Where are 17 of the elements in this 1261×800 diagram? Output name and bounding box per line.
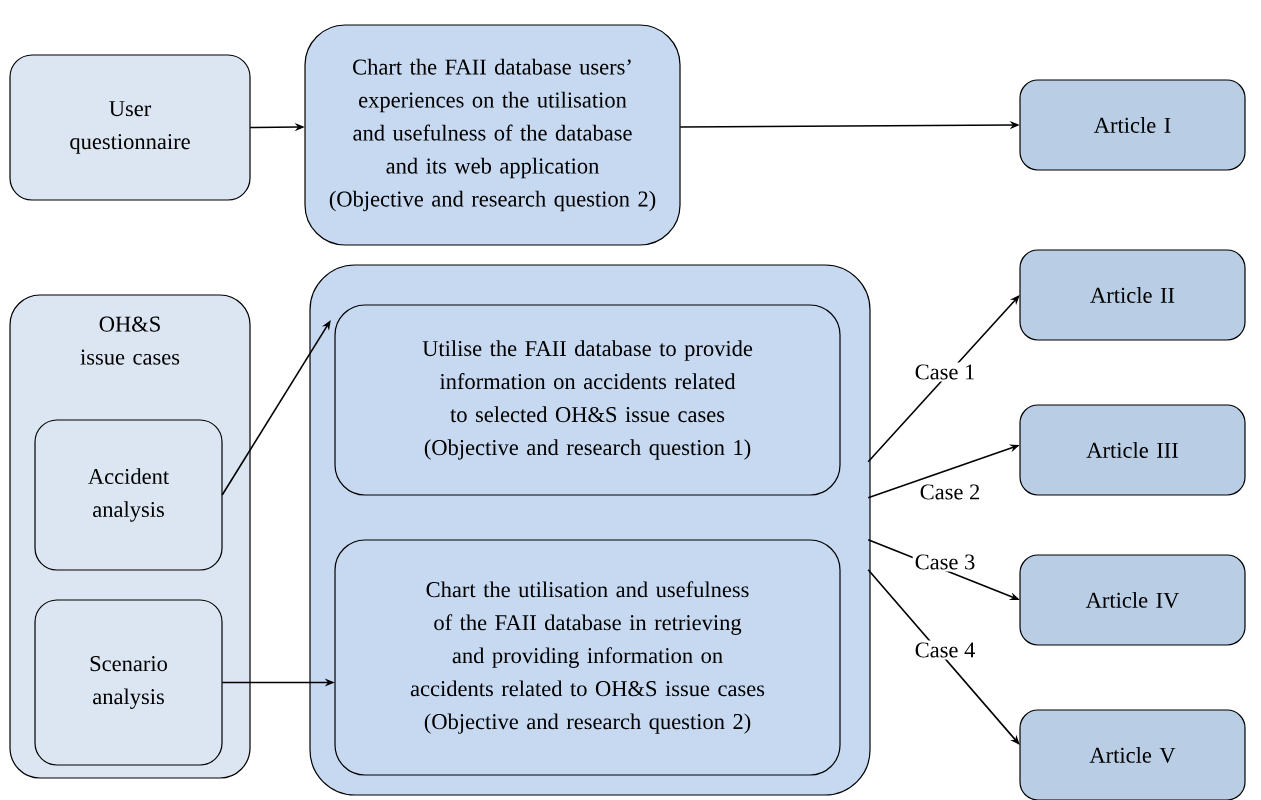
arrow — [867, 569, 1020, 745]
edge-label: Case 2 — [917, 482, 983, 502]
edge-label: Case 1 — [912, 362, 978, 382]
arrow — [867, 295, 1020, 463]
objective-box: Chart the utilisation and usefulness of the FAII database in retrieving and providing information on accidents related to OH&S issue cases (Objective and research question 2) — [334, 539, 841, 776]
method-box: Scenario analysis — [34, 599, 223, 766]
input-box: User questionnaire — [9, 54, 251, 201]
article-box: Article V — [1019, 709, 1246, 800]
article-box: Article II — [1019, 249, 1246, 341]
article-box: Article IV — [1019, 554, 1246, 646]
edge-label: Case 3 — [912, 552, 978, 572]
edge-label: Case 4 — [912, 640, 978, 660]
objective-box: Utilise the FAII database to provide information on accidents related to selected OH&S issue cases (Objective and research question 1) — [334, 304, 841, 496]
article-box: Article I — [1019, 79, 1246, 171]
objective-box: Chart the FAII database users’ experiences on the utilisation and usefulness of the database and its web application (Objective and research question 2) — [304, 24, 681, 246]
article-box: Article III — [1019, 404, 1246, 496]
method-box: Accident analysis — [34, 419, 223, 571]
